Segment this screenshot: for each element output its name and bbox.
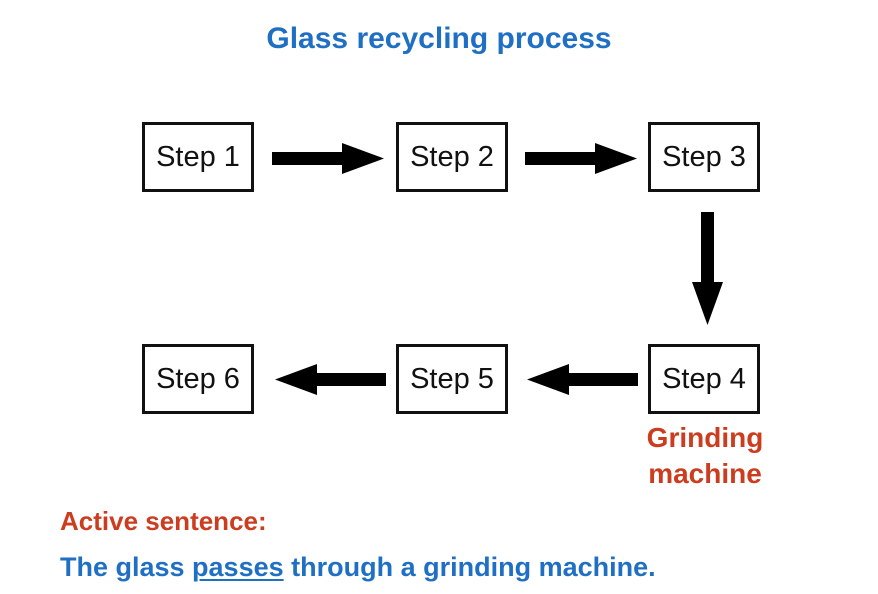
annotation-line-2: machine [648, 458, 762, 489]
annotation-line-1: Grinding [646, 422, 764, 453]
step-4-box: Step 4 [648, 344, 760, 414]
step-3-box: Step 3 [648, 122, 760, 192]
step-1-box: Step 1 [142, 122, 254, 192]
sentence-verb: passes [192, 552, 284, 582]
arrow-step5-to-step6 [275, 364, 386, 395]
example-sentence: The glass passes through a grinding mach… [60, 552, 656, 583]
arrow-step1-to-step2 [272, 143, 384, 174]
diagram-title: Glass recycling process [266, 22, 612, 55]
step-2-box: Step 2 [396, 122, 508, 192]
step4-annotation: Grinding machine [630, 420, 780, 492]
sentence-rest: through a grinding machine. [283, 552, 656, 582]
active-sentence-label: Active sentence: [60, 506, 267, 536]
arrow-step2-to-step3 [525, 143, 637, 174]
arrow-step4-to-step5 [527, 364, 638, 395]
step-5-box: Step 5 [396, 344, 508, 414]
step-6-box: Step 6 [142, 344, 254, 414]
arrow-step3-to-step4 [692, 212, 723, 325]
sentence-subject: The glass [60, 552, 193, 582]
